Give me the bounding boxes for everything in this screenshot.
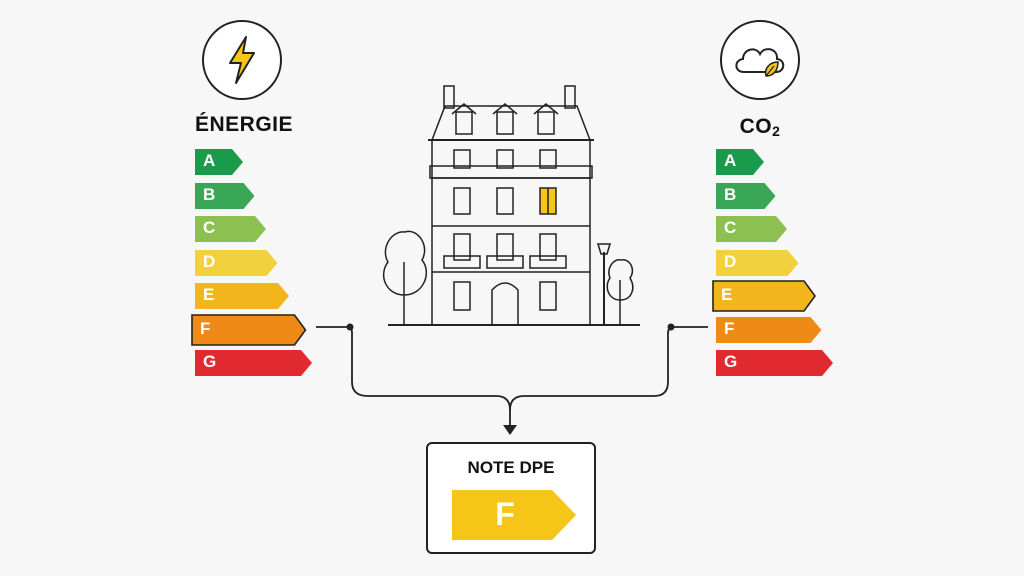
co2-class-a: A [715,148,765,176]
dpe-result-box: NOTE DPE F [426,442,596,554]
energy-class-label: F [200,318,211,338]
co2-class-label: A [724,151,737,170]
co2-class-label: D [724,251,737,271]
energy-class-a: A [194,148,244,176]
energy-class-b: B [194,182,256,210]
co2-icon-circle [720,20,800,100]
co2-class-label: F [724,318,735,338]
energy-class-e: E [194,282,290,310]
energy-class-label: B [203,184,216,204]
energy-class-label: G [203,352,217,371]
energy-class-f: F [191,313,307,346]
dpe-grade-arrow: F [452,490,576,540]
co2-class-d: D [715,249,800,277]
co2-class-c: C [715,215,788,243]
dpe-result-title: NOTE DPE [467,458,555,477]
energy-title: ÉNERGIE [194,113,294,136]
co2-class-label: E [721,285,733,304]
energy-class-label: A [203,151,216,170]
co2-class-g: G [715,349,834,377]
energy-icon-circle [202,20,282,100]
dpe-grade-letter: F [495,496,515,532]
energy-class-label: D [203,251,216,271]
lightning-bolt-icon [229,36,255,84]
energy-class-d: D [194,249,279,277]
energy-class-c: C [194,215,267,243]
co2-class-label: B [724,184,737,204]
energy-class-label: C [203,218,216,237]
co2-class-label: G [724,352,738,371]
cloud-leaf-icon [735,48,785,77]
energy-class-label: E [203,285,215,304]
co2-class-b: B [715,182,777,210]
co2-class-label: C [724,218,737,237]
co2-class-e: E [712,280,816,312]
co2-class-f: F [715,316,823,344]
co2-title: CO2 [739,115,781,139]
energy-class-g: G [194,349,313,377]
